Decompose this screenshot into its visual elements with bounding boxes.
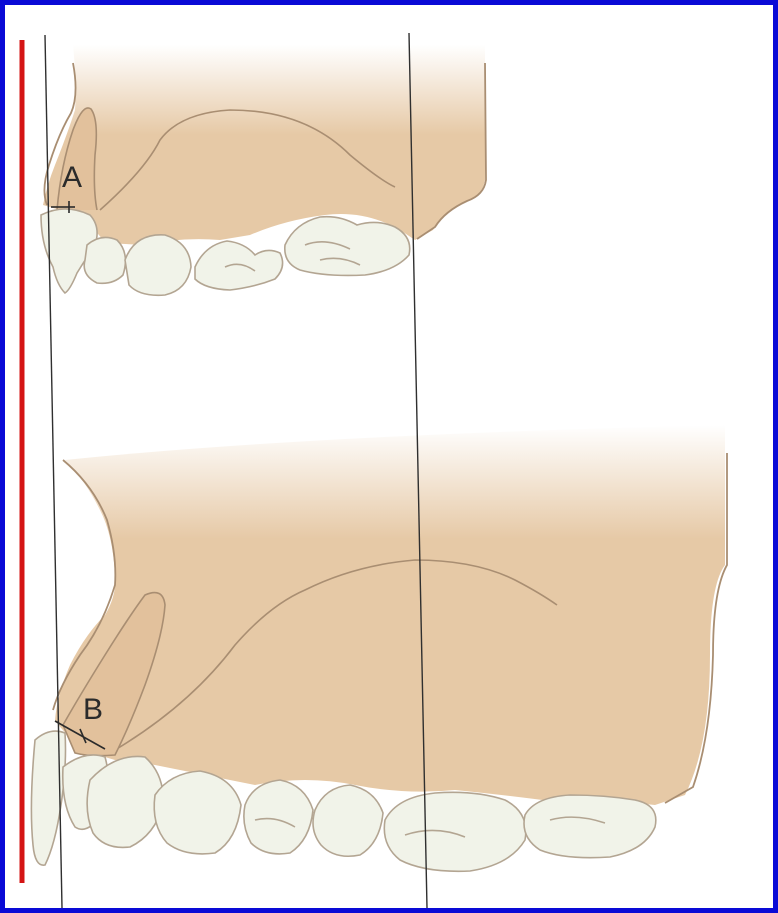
lower-molar-2-tooth [524,795,656,858]
upper-premolar-2-tooth [195,241,283,290]
diagram-frame: A B [5,5,773,908]
upper-jaw-bone [43,45,485,245]
lower-premolar-1-tooth [154,771,241,854]
point-a-label: A [62,163,82,193]
point-b-label: B [83,695,103,725]
upper-premolar-1-tooth [125,235,191,295]
lower-molar-1-tooth [384,792,526,871]
lower-premolar-3-tooth [313,785,383,856]
upper-molar-1-tooth [285,217,410,276]
jaw-diagram [5,5,773,908]
lower-premolar-2-tooth [244,780,313,854]
upper-canine-tooth [84,237,125,283]
